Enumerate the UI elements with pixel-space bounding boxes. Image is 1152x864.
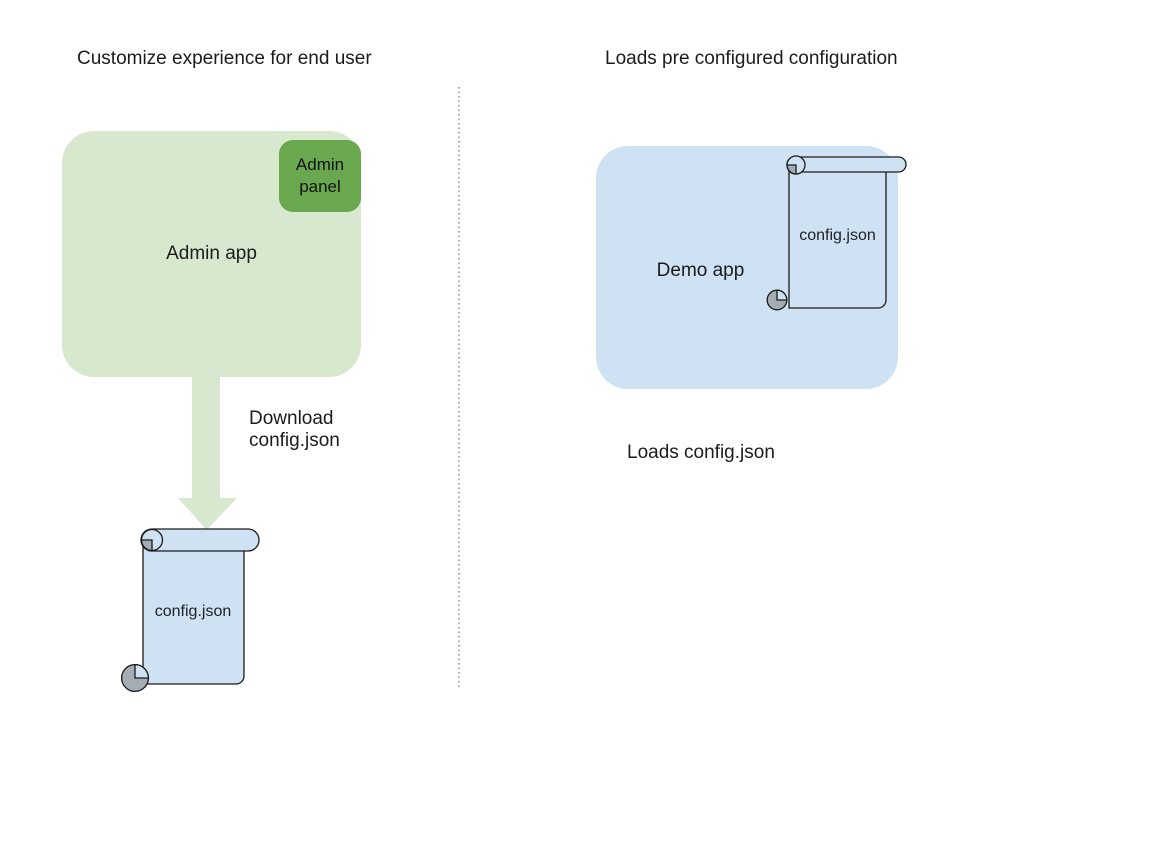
section-divider-line [458,87,460,688]
config-json-file-label: config.json [799,227,876,244]
right-section-title: Loads pre configured configuration [605,48,898,69]
admin-panel-box: Admin panel [279,140,361,212]
left-section-title: Customize experience for end user [77,48,372,69]
download-caption: Download config.json [249,408,340,451]
config-json-scroll-icon [120,528,260,693]
download-arrow-icon [178,376,237,530]
admin-panel-label: Admin panel [295,155,345,196]
config-json-scroll-icon [766,155,907,311]
admin-app-label: Admin app [166,243,257,264]
demo-app-label: Demo app [656,260,745,281]
loads-config-caption: Loads config.json [627,442,775,463]
config-json-file-label: config.json [154,603,232,620]
